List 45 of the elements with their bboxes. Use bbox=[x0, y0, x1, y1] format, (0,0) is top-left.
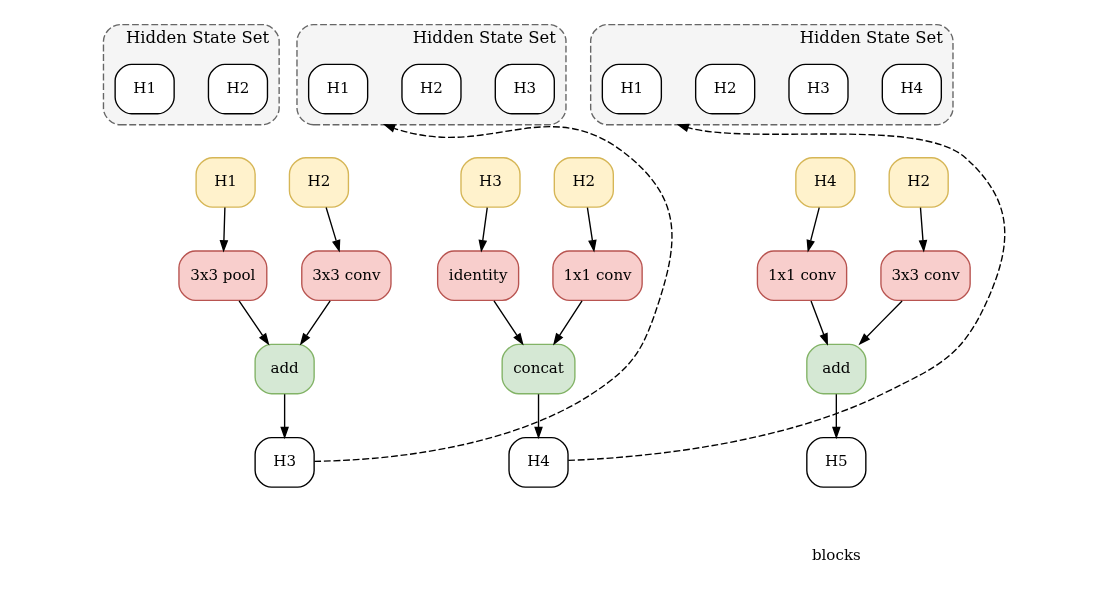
node-box: H2 bbox=[694, 63, 755, 115]
node-box: H2 bbox=[288, 157, 349, 208]
arrow bbox=[313, 124, 673, 462]
node-box: H1 bbox=[307, 63, 368, 115]
node-box: add bbox=[805, 343, 867, 395]
node-box: H3 bbox=[787, 63, 849, 115]
node-box: 1x1 conv bbox=[551, 250, 643, 302]
node-box: H4 bbox=[794, 157, 856, 208]
node-box: H1 bbox=[113, 63, 175, 115]
node-box: 3x3 conv bbox=[300, 250, 392, 302]
node-box: H3 bbox=[494, 63, 555, 115]
node-box: H4 bbox=[881, 63, 942, 115]
arrow bbox=[279, 393, 289, 440]
node-box: H4 bbox=[507, 437, 569, 488]
node-box: H2 bbox=[207, 63, 268, 115]
arrow bbox=[237, 300, 269, 346]
node-box: add bbox=[253, 343, 315, 395]
arrow bbox=[478, 206, 488, 253]
node-box: H1 bbox=[194, 157, 256, 208]
arrow bbox=[324, 206, 340, 253]
node-box: concat bbox=[500, 343, 576, 395]
arrow bbox=[533, 393, 543, 440]
node-box: 3x3 conv bbox=[879, 250, 971, 302]
arrow bbox=[492, 300, 524, 346]
node-box: H2 bbox=[888, 157, 949, 208]
node-box: H2 bbox=[400, 63, 462, 115]
node-box: H2 bbox=[553, 157, 614, 208]
node-box: identity bbox=[436, 250, 519, 302]
arrow bbox=[586, 206, 597, 253]
arrow bbox=[831, 393, 841, 440]
arrow bbox=[806, 206, 820, 253]
arrow bbox=[567, 123, 1005, 462]
label: blocks bbox=[811, 545, 861, 564]
node-box: H1 bbox=[601, 63, 662, 115]
arrow bbox=[219, 206, 228, 253]
arrow bbox=[299, 300, 331, 346]
arrow bbox=[918, 206, 927, 253]
arrow bbox=[552, 300, 583, 346]
arrow bbox=[809, 300, 828, 346]
node-box: H3 bbox=[459, 157, 521, 208]
node-box: 1x1 conv bbox=[756, 250, 847, 302]
node-box: H3 bbox=[253, 437, 315, 488]
arrow bbox=[857, 300, 903, 346]
node-box: 3x3 pool bbox=[177, 250, 267, 302]
node-box: H5 bbox=[805, 437, 867, 488]
